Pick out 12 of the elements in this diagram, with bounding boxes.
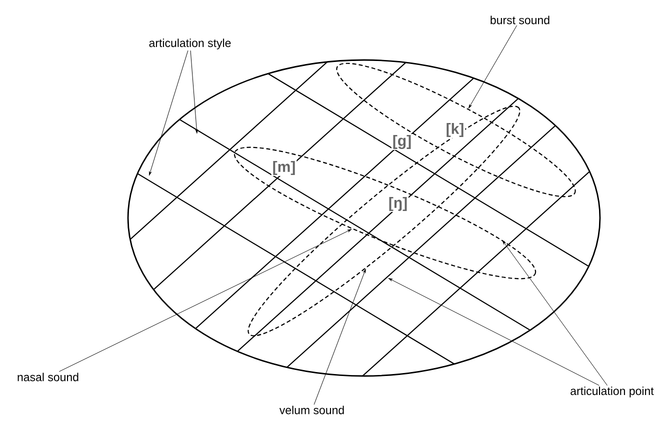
callout-text: nasal sound	[18, 372, 78, 382]
leader-line	[190, 50, 198, 134]
callout-text: velum sound	[279, 406, 344, 414]
leader-line	[502, 240, 608, 386]
leader-line	[149, 50, 188, 176]
callout-text: burst sound	[490, 16, 550, 24]
leader-line	[58, 229, 352, 372]
leader-line	[388, 278, 600, 386]
callout-text: articulation point	[570, 386, 654, 398]
callout-text: articulation style	[149, 38, 231, 50]
leader-line	[468, 25, 518, 108]
leader-line	[314, 269, 366, 405]
